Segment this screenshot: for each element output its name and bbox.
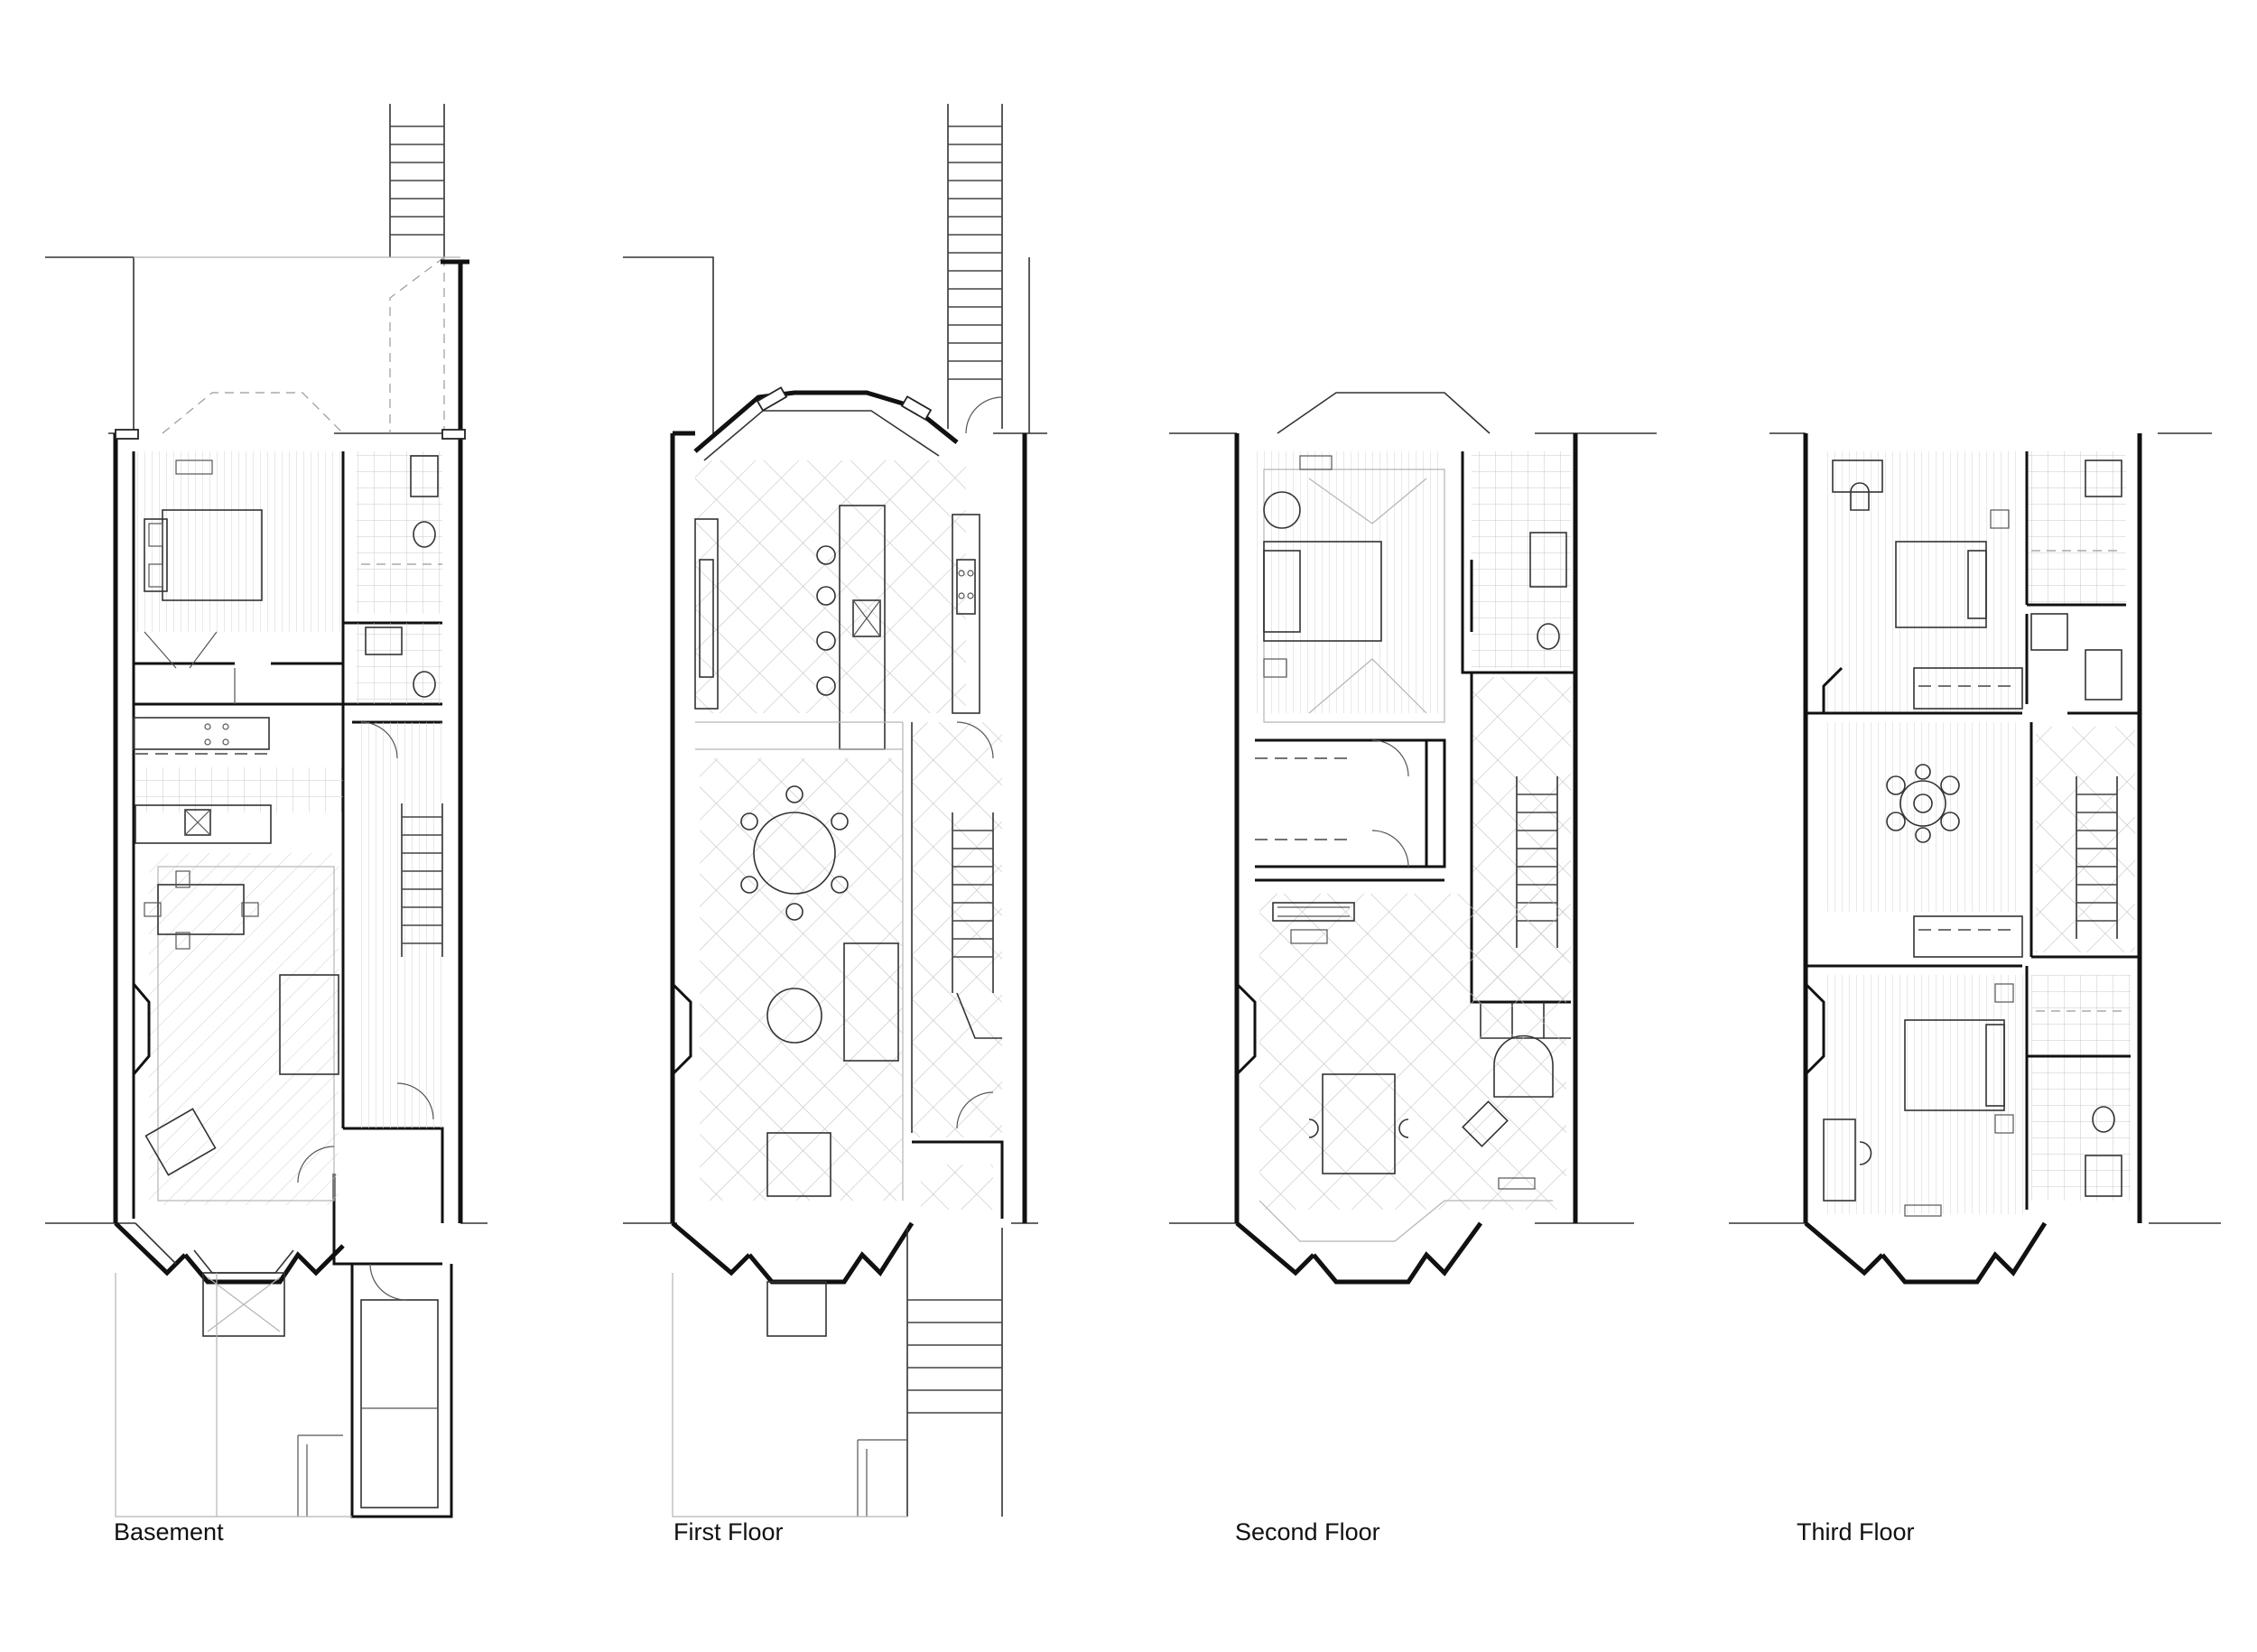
- first-floor-label: First Floor: [673, 1518, 784, 1545]
- basement-plan: [45, 104, 488, 1518]
- second-floor-label: Second Floor: [1235, 1518, 1380, 1545]
- second-floor-plan: [1169, 392, 1657, 1285]
- basement-label: Basement: [114, 1518, 224, 1545]
- front-stoop-stairs: [906, 1228, 1003, 1517]
- first-floor-plan: [623, 104, 1047, 1517]
- rear-exterior-stairs: [947, 104, 1003, 429]
- rear-exterior-stairs: [389, 104, 445, 257]
- third-floor-stair: [2076, 776, 2118, 939]
- third-floor-plan: [1729, 432, 2221, 1285]
- third-floor-label: Third Floor: [1797, 1518, 1915, 1545]
- first-floor-stair: [952, 812, 994, 993]
- basement-stair: [401, 803, 443, 957]
